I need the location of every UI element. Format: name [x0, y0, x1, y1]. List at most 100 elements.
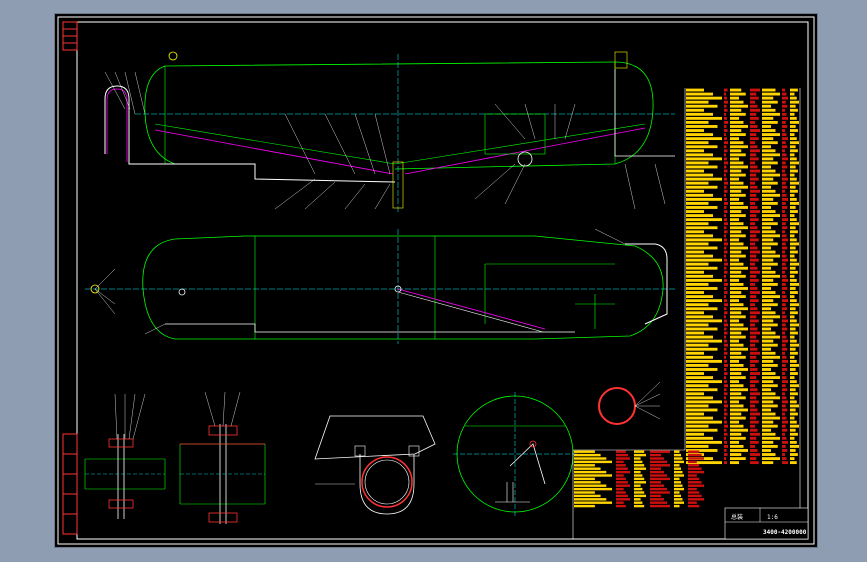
bom-cell: [762, 359, 774, 363]
bom-cell: [730, 368, 748, 371]
bom-cell: [686, 218, 722, 222]
bom-cell: [730, 214, 746, 217]
bom-cell: [782, 457, 787, 460]
bom-cell: [686, 372, 704, 375]
bom-cell: [688, 491, 700, 494]
bom-cell: [762, 461, 774, 465]
bom-cell: [724, 420, 727, 424]
bom-cell: [674, 474, 684, 477]
bom-cell: [674, 453, 681, 457]
bom-cell: [762, 412, 776, 416]
bom-cell: [730, 202, 744, 205]
bom-cell: [790, 449, 796, 452]
bom-cell: [790, 141, 799, 145]
bom-cell: [782, 359, 788, 363]
bom-cell: [762, 291, 776, 294]
bom-cell: [616, 457, 630, 460]
bom-cell: [762, 388, 771, 392]
bom-cell: [750, 181, 755, 185]
bom-cell: [730, 400, 739, 404]
bom-cell: [634, 498, 641, 501]
bom-cell: [782, 96, 788, 100]
bom-cell: [686, 404, 709, 408]
bom-cell: [782, 193, 787, 197]
bom-cell: [750, 351, 760, 355]
bom-cell: [724, 230, 728, 234]
bom-cell: [730, 408, 748, 412]
bom-cell: [790, 327, 796, 331]
bom-cell: [686, 193, 713, 197]
bom-cell: [790, 355, 795, 359]
bom-cell: [730, 278, 739, 282]
bom-cell: [782, 173, 787, 177]
bom-cell: [762, 202, 778, 205]
bom-cell: [574, 484, 607, 487]
bom-cell: [616, 450, 626, 453]
drawing-svg: 总装 1:6 3400-4200000: [57, 16, 815, 545]
bom-cell: [782, 453, 785, 456]
bom-cell: [790, 368, 796, 371]
bom-cell: [750, 202, 755, 205]
bom-cell: [782, 116, 788, 120]
bom-cell: [686, 388, 718, 392]
bom-cell: [634, 457, 641, 460]
bom-cell: [750, 376, 757, 379]
bom-cell: [650, 474, 667, 477]
bom-cell: [686, 311, 704, 315]
bom-cell: [724, 457, 726, 460]
bom-cell: [730, 461, 739, 465]
bom-cell: [686, 270, 704, 274]
bom-cell: [750, 315, 757, 319]
bom-cell: [762, 283, 778, 286]
bom-cell: [782, 274, 787, 278]
bom-cell: [750, 214, 757, 217]
bom-cell: [730, 234, 746, 238]
bom-cell: [790, 335, 795, 339]
bom-cell: [686, 343, 709, 347]
bom-cell: [724, 327, 727, 331]
bom-cell: [686, 266, 718, 270]
bom-cell: [730, 432, 742, 436]
bom-cell: [686, 449, 718, 452]
bom-cell: [750, 197, 759, 201]
bom-cell: [724, 388, 727, 392]
bom-cell: [616, 501, 624, 504]
bom-cell: [790, 226, 796, 230]
bom-cell: [790, 347, 796, 351]
bom-cell: [724, 157, 727, 161]
bom-cell: [730, 169, 742, 173]
bom-cell: [750, 218, 759, 222]
bom-cell: [762, 347, 771, 351]
bom-cell: [724, 262, 728, 266]
bom-cell: [782, 125, 788, 128]
bom-cell: [730, 230, 742, 234]
bom-cell: [790, 210, 798, 213]
bom-cell: [724, 453, 728, 456]
bom-cell: [730, 108, 742, 112]
bom-cell: [750, 149, 760, 153]
bom-cell: [782, 246, 788, 250]
drawing-canvas[interactable]: 总装 1:6 3400-4200000: [55, 14, 817, 547]
bom-cell: [724, 206, 727, 209]
bom-cell: [730, 266, 748, 270]
bom-cell: [724, 218, 727, 222]
bom-cell: [762, 88, 776, 92]
bom-cell: [724, 283, 728, 286]
bom-cell: [616, 477, 626, 481]
bom-cell: [616, 470, 630, 474]
bom-cell: [750, 254, 757, 258]
bom-cell: [790, 121, 799, 124]
bom-cell: [724, 287, 727, 290]
bom-cell: [750, 250, 760, 254]
bom-cell: [782, 355, 787, 359]
bom-cell: [674, 450, 680, 453]
bom-cell: [790, 133, 795, 136]
bom-cell: [762, 92, 780, 96]
bom-cell: [724, 145, 727, 149]
bom-cell: [782, 226, 788, 230]
bom-cell: [782, 165, 788, 169]
bom-cell: [790, 303, 799, 307]
bom-cell: [782, 440, 788, 444]
bom-cell: [686, 153, 713, 157]
